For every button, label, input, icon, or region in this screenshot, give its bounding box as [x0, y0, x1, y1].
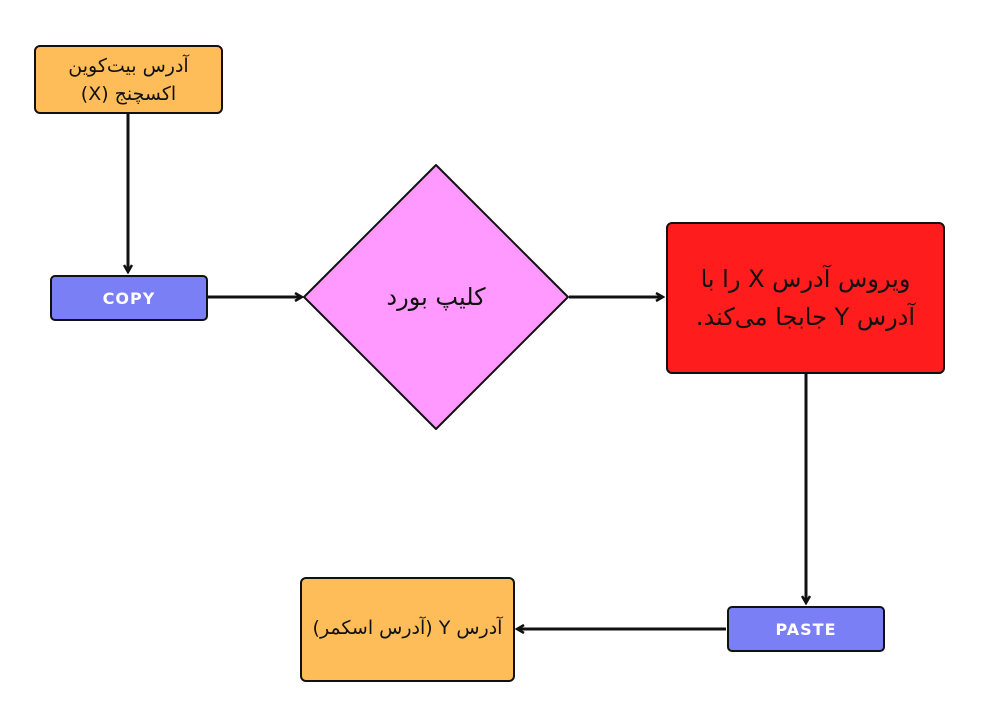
scammer-address-label: آدرس Y (آدرس اسکمر): [312, 617, 503, 639]
clipboard-label-wrap: کلیپ بورد: [304, 165, 568, 429]
virus-label: ویروس آدرس X را با آدرس Y جابجا می‌کند.: [695, 265, 916, 331]
exchange-address-box: آدرس بیت‌کوین اکسچنج (X): [34, 45, 223, 114]
exchange-address-label: آدرس بیت‌کوین اکسچنج (X): [68, 54, 189, 105]
copy-label: COPY: [102, 288, 156, 308]
paste-box: PASTE: [727, 606, 885, 652]
paste-label: PASTE: [775, 619, 837, 639]
scammer-address-box: آدرس Y (آدرس اسکمر): [300, 577, 515, 682]
clipboard-label: کلیپ بورد: [386, 283, 486, 311]
copy-box: COPY: [50, 275, 208, 321]
clipboard-diamond: [303, 164, 569, 430]
virus-box: ویروس آدرس X را با آدرس Y جابجا می‌کند.: [666, 222, 945, 374]
